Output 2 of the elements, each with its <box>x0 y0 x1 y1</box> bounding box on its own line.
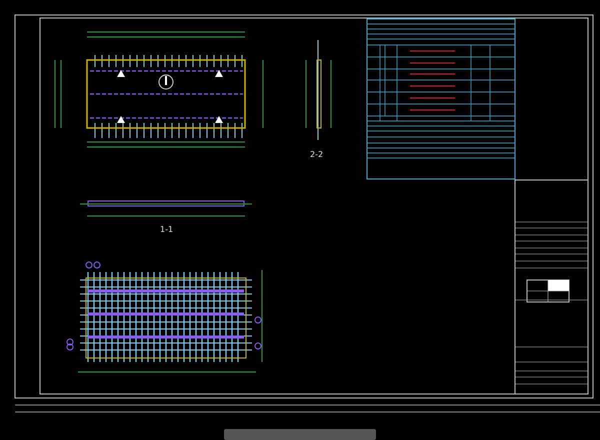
section-label: 1-1 <box>160 225 174 234</box>
section-label: 2-2 <box>310 150 324 159</box>
